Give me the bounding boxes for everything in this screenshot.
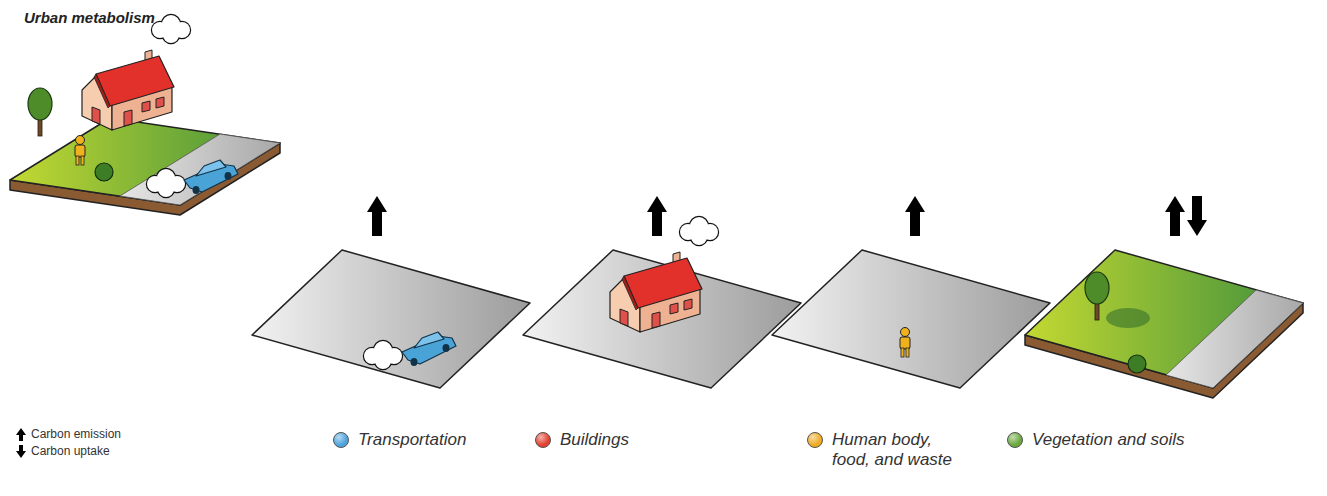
legend-arrow-samples (16, 428, 26, 458)
legend-swatch (535, 432, 551, 448)
legend-swatch (333, 432, 349, 448)
legend-entry: Transportation (333, 430, 503, 450)
composite-tile (10, 15, 280, 215)
legend-label: Carbon uptake (31, 444, 110, 458)
diagram-title: Urban metabolism (24, 9, 155, 26)
legend-entry: Carbon emission (31, 427, 171, 441)
legend-label: Buildings (560, 430, 629, 450)
legend-entry: Buildings (535, 430, 705, 450)
legend-label: Carbon emission (31, 427, 121, 441)
legend-entry: Vegetation and soils (1007, 430, 1227, 450)
transportation-tile (252, 250, 530, 388)
legend-label: Vegetation and soils (1032, 430, 1184, 450)
vegetation-tile (1025, 250, 1303, 398)
carbon-arrows (367, 196, 1207, 236)
buildings-tile (523, 217, 801, 388)
legend-label: Human body, food, and waste (832, 430, 957, 471)
legend-entry: Human body, food, and waste (807, 430, 957, 471)
legend-entry: Carbon uptake (31, 444, 171, 458)
human-tile (772, 250, 1050, 388)
legend-swatch (1007, 432, 1023, 448)
legend-swatch (807, 432, 823, 448)
legend-label: Transportation (358, 430, 466, 450)
